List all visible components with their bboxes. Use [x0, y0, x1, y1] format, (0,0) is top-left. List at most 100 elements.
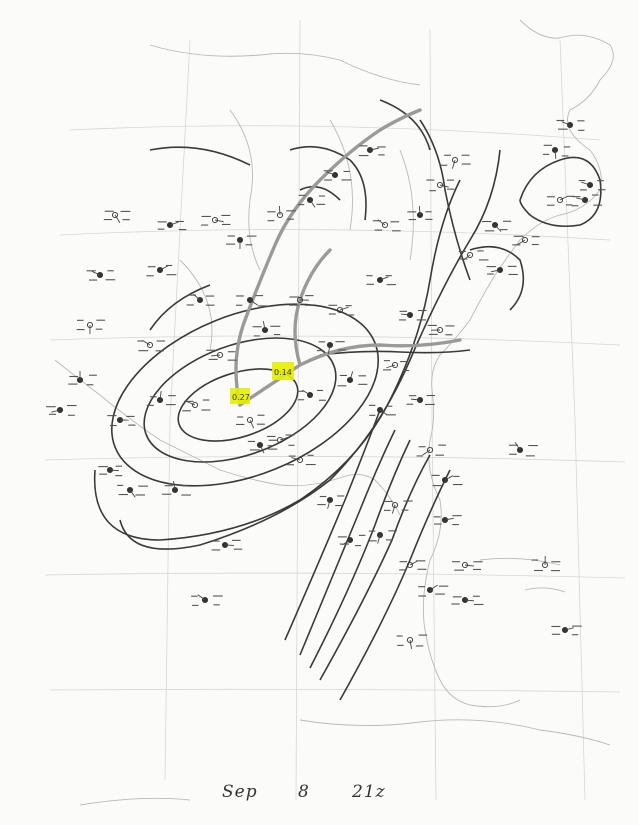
- station-plot: [431, 474, 463, 487]
- wind-barb: [262, 321, 266, 331]
- wind-barb: [418, 205, 421, 216]
- station-plot: [458, 250, 489, 261]
- station-plot: [191, 594, 223, 606]
- wind-barb: [214, 219, 224, 223]
- wind-barb: [327, 499, 331, 509]
- station-plot: [98, 465, 123, 477]
- wind-barb: [514, 442, 521, 451]
- station-plot: [103, 210, 131, 223]
- wind-barb: [559, 195, 569, 201]
- station-plot: [286, 454, 316, 466]
- station-plot: [267, 205, 296, 222]
- station-plot: [236, 295, 268, 307]
- wind-barb: [291, 457, 301, 461]
- station-plot: [383, 500, 413, 514]
- station-plot: [426, 179, 455, 192]
- isobars: [93, 99, 602, 701]
- station-plot: [316, 341, 347, 354]
- station-plot: [46, 404, 77, 416]
- station-plot: [289, 295, 314, 306]
- station-plot: [571, 194, 603, 207]
- station-circle: [246, 416, 254, 424]
- wind-barb: [186, 401, 196, 406]
- wind-barb: [211, 354, 221, 357]
- station-circle: [436, 181, 444, 189]
- wind-barb: [554, 149, 557, 160]
- station-plot: [317, 495, 345, 509]
- wind-barb: [561, 121, 571, 126]
- station-plot: [418, 584, 449, 597]
- station-circle: [451, 156, 459, 164]
- station-plot: [407, 205, 433, 221]
- wind-barb: [409, 560, 419, 566]
- station-plot: [531, 555, 561, 572]
- date-day: 8: [298, 782, 310, 802]
- station-plot: [556, 119, 585, 131]
- wind-barb: [379, 409, 388, 416]
- station-plot: [578, 180, 606, 191]
- station-plot: [328, 304, 355, 316]
- station-plot: [451, 595, 484, 606]
- station-plot: [86, 270, 116, 281]
- station-plot: [211, 539, 243, 551]
- station-plot: [146, 391, 176, 406]
- frontal-boundaries: [234, 108, 462, 407]
- wind-barb: [401, 313, 411, 316]
- wind-barb: [169, 221, 179, 226]
- station-circle: [466, 251, 474, 259]
- station-circle: [146, 341, 154, 349]
- wind-barb: [259, 444, 265, 454]
- station-plot: [236, 414, 265, 429]
- station-plot: [508, 442, 538, 457]
- wind-barb: [422, 449, 431, 456]
- station-circle: [406, 561, 414, 569]
- wind-barb: [114, 214, 121, 223]
- highlighted-stations: 0.14 0.27: [230, 362, 294, 404]
- wind-barb: [581, 181, 591, 186]
- wind-barb: [327, 344, 331, 354]
- station-plot: [358, 145, 386, 157]
- station-plot: [406, 394, 435, 406]
- wind-barb: [576, 197, 586, 201]
- station-plot: [186, 293, 215, 306]
- date-month: Sep: [222, 782, 258, 802]
- wind-barb: [452, 159, 456, 169]
- highlight-marker: [230, 388, 250, 404]
- wind-barb: [444, 475, 454, 481]
- wind-barb: [429, 584, 438, 591]
- wind-barb: [564, 627, 574, 631]
- wind-barb: [377, 534, 381, 544]
- station-plot: [137, 339, 166, 352]
- station-circle: [111, 211, 119, 219]
- wind-barb: [142, 339, 151, 346]
- station-plots: [46, 119, 606, 649]
- wind-barb: [173, 481, 176, 491]
- station-circle: [211, 216, 219, 224]
- station-plot: [399, 560, 427, 571]
- station-circle: [391, 361, 399, 369]
- highlight-label: 0.14: [274, 368, 292, 377]
- wind-barb: [159, 265, 169, 271]
- station-circle: [336, 306, 344, 314]
- station-plot: [546, 195, 575, 206]
- station-plot: [226, 235, 257, 250]
- wind-barb: [109, 469, 120, 472]
- station-plot: [76, 319, 106, 335]
- station-plot: [427, 324, 455, 336]
- wind-barb: [444, 517, 454, 521]
- station-plot: [382, 360, 410, 372]
- wind-barb: [369, 147, 379, 151]
- station-plot: [372, 219, 401, 232]
- wind-barb: [326, 171, 336, 176]
- station-plot: [107, 415, 136, 427]
- station-circle: [556, 196, 564, 204]
- wind-barb: [409, 639, 413, 649]
- wind-barb: [279, 436, 289, 441]
- wind-barb: [349, 371, 354, 381]
- wind-barb: [91, 270, 101, 276]
- station-plot: [323, 170, 352, 181]
- station-plot: [252, 321, 281, 337]
- station-plot: [206, 349, 237, 361]
- station-plot: [416, 444, 446, 457]
